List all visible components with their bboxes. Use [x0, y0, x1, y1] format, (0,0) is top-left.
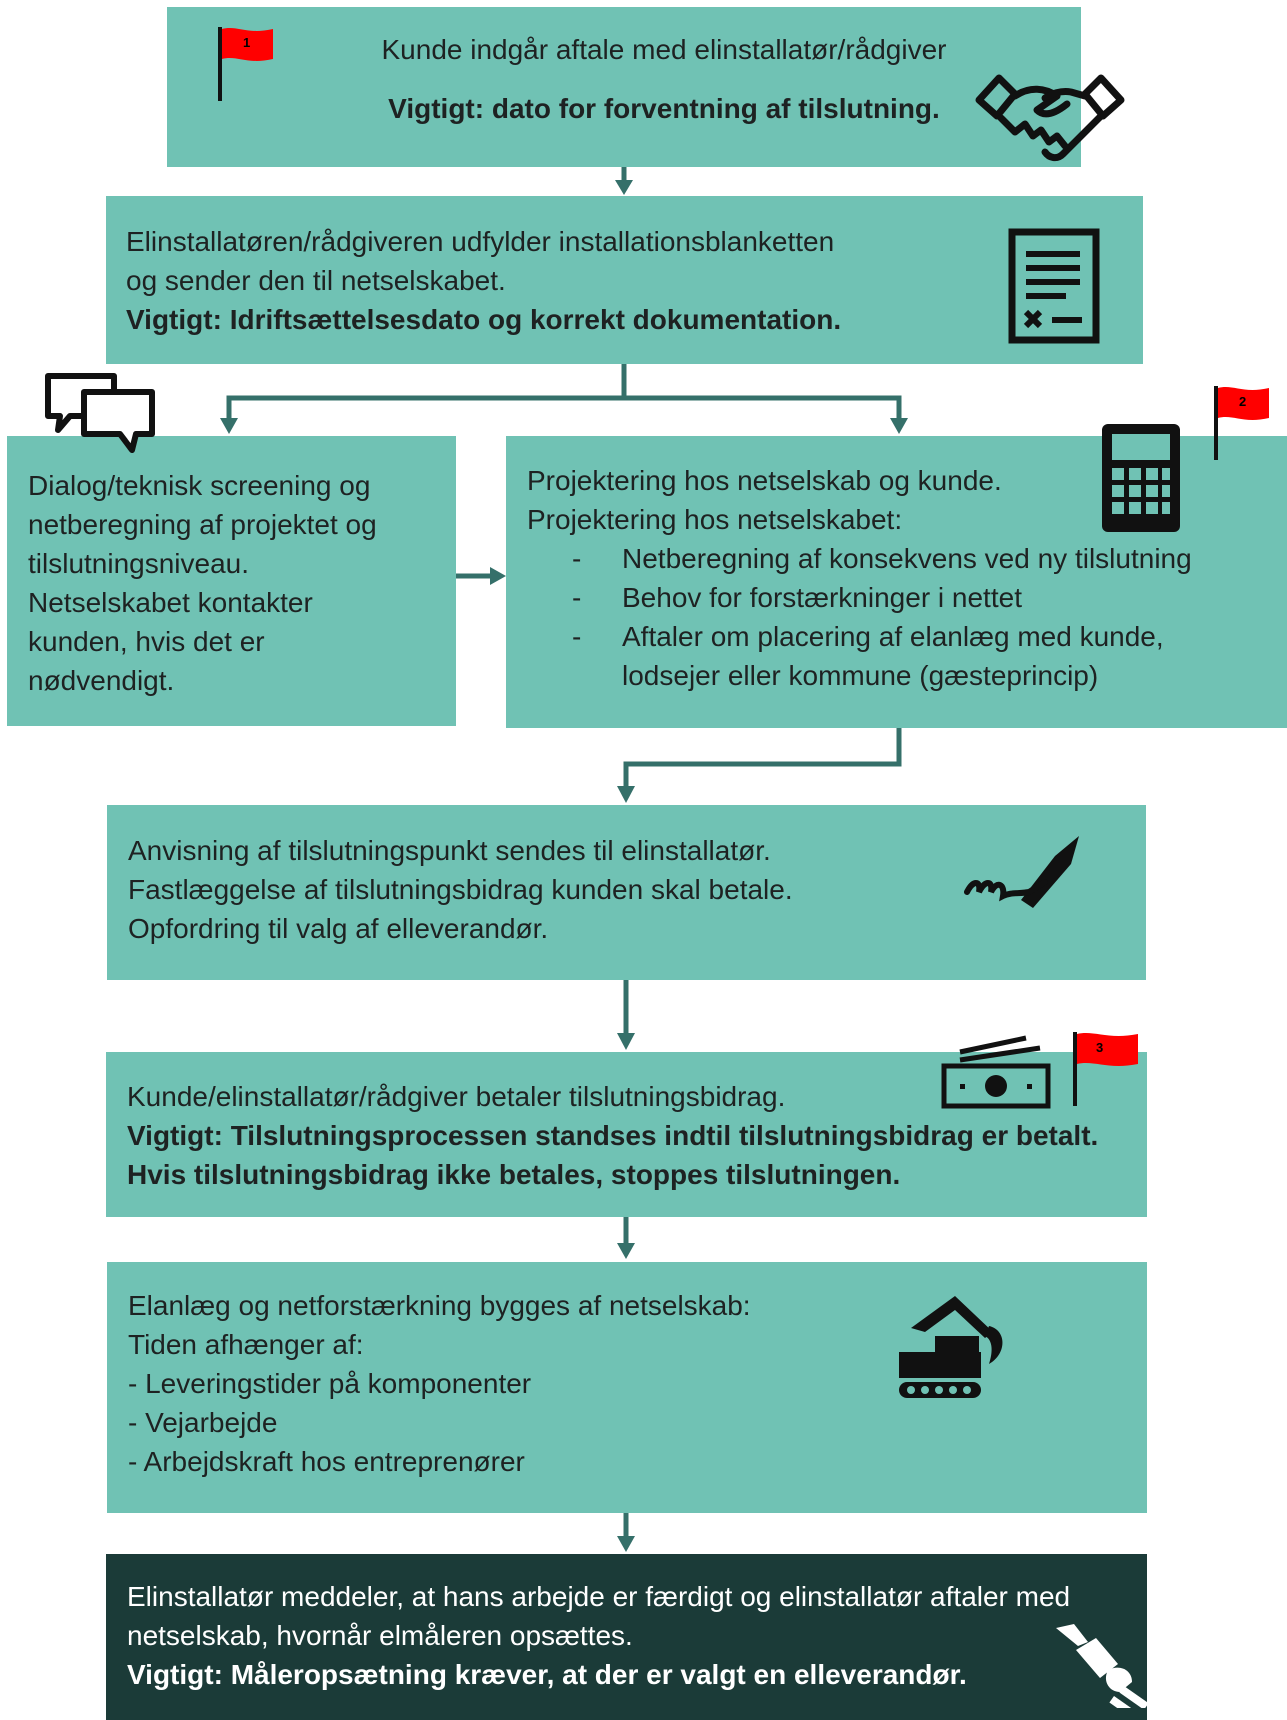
step-6-line-3: - Leveringstider på komponenter [128, 1368, 532, 1399]
handshake-icon [975, 74, 1125, 162]
step-3a-line-6: nødvendigt. [28, 665, 175, 696]
step-3b-bullet-2: Behov for forstærkninger i nettet [527, 578, 1287, 617]
step-1-line: Kunde indgår aftale med elinstallatør/rå… [381, 34, 947, 65]
step-2-line-1: Elinstallatøren/rådgiveren udfylder inst… [126, 226, 835, 257]
arrowhead-3b-4 [617, 786, 635, 803]
arrowhead-2-3a [220, 418, 238, 434]
step-7-text: Elinstallatør meddeler, at hans arbejde … [127, 1577, 1137, 1694]
arrow-2-split-right [624, 395, 902, 420]
step-7-important: Vigtigt: Måleropsætning kræver, at der e… [127, 1659, 967, 1690]
step-5-text: Kunde/elinstallatør/rådgiver betaler til… [127, 1077, 1137, 1194]
flag-1-icon: 1 [218, 27, 273, 101]
step-3b-text: Projektering hos netselskab og kunde. Pr… [527, 461, 1287, 695]
step-3a-line-1: Dialog/teknisk screening og [28, 470, 371, 501]
step-1-box [167, 7, 1081, 167]
arrowhead-6-7 [617, 1536, 635, 1552]
step-4-line-2: Fastlæggelse af tilslutningsbidrag kunde… [128, 874, 793, 905]
step-3a-line-4: Netselskabet kontakter [28, 587, 313, 618]
step-4-text: Anvisning af tilslutningspunkt sendes ti… [128, 831, 928, 948]
arrow-2-split [226, 364, 627, 420]
flag-3-number: 3 [1096, 1040, 1103, 1055]
step-2-text: Elinstallatøren/rådgiveren udfylder inst… [126, 222, 946, 339]
money-icon [941, 1035, 1051, 1109]
step-7-line-1: Elinstallatør meddeler, at hans arbejde … [127, 1581, 1071, 1612]
step-1-text: Kunde indgår aftale med elinstallatør/rå… [167, 30, 1081, 128]
arrowhead-1-2 [615, 180, 633, 195]
step-2-important: Vigtigt: Idriftsættelsesdato og korrekt … [126, 304, 842, 335]
step-5-important-2: Hvis tilslutningsbidrag ikke betales, st… [127, 1159, 901, 1190]
step-6-line-4: - Vejarbejde [128, 1407, 278, 1438]
step-5-line: Kunde/elinstallatør/rådgiver betaler til… [127, 1081, 786, 1112]
step-6-line-5: - Arbejdskraft hos entreprenører [128, 1446, 525, 1477]
step-1-important: Vigtigt: dato for forventning af tilslut… [388, 93, 940, 124]
arrowhead-4-5 [617, 1033, 635, 1050]
flag-3-icon: 3 [1073, 1032, 1138, 1106]
step-3a-line-2: netberegning af projektet og [28, 509, 377, 540]
step-6-line-1: Elanlæg og netforstærkning bygges af net… [128, 1290, 751, 1321]
step-4-line-1: Anvisning af tilslutningspunkt sendes ti… [128, 835, 771, 866]
step-7-box [106, 1554, 1147, 1720]
step-2-box [106, 196, 1143, 364]
step-7-line-2: netselskab, hvornår elmåleren opsættes. [127, 1620, 633, 1651]
pen-signature-icon [964, 836, 1079, 908]
excavator-icon [899, 1296, 1003, 1398]
step-4-box [107, 805, 1146, 980]
step-3b-line-1: Projektering hos netselskab og kunde. [527, 465, 1002, 496]
flag-2-number: 2 [1239, 394, 1246, 409]
step-3b-bullet-1: Netberegning af konsekvens ved ny tilslu… [527, 539, 1287, 578]
step-6-line-2: Tiden afhænger af: [128, 1329, 364, 1360]
step-4-line-3: Opfordring til valg af elleverandør. [128, 913, 549, 944]
step-3b-line-2: Projektering hos netselskabet: [527, 504, 903, 535]
flag-2-icon: 2 [1214, 386, 1269, 460]
step-3a-box [7, 436, 456, 726]
arrowhead-5-6 [617, 1243, 635, 1259]
step-6-text: Elanlæg og netforstærkning bygges af net… [128, 1286, 928, 1481]
step-2-line-2: og sender den til netselskabet. [126, 265, 506, 296]
arrowhead-2-3b [890, 418, 908, 434]
step-5-box [106, 1052, 1147, 1217]
plug-icon [1056, 1624, 1149, 1708]
document-signature-icon [1008, 228, 1100, 344]
arrow-3b-4 [623, 728, 902, 788]
arrowhead-3a-3b [490, 567, 506, 585]
step-3b-bullets: Netberegning af konsekvens ved ny tilslu… [527, 539, 1287, 695]
step-3a-line-5: kunden, hvis det er [28, 626, 265, 657]
step-3a-line-3: tilslutningsniveau. [28, 548, 250, 579]
step-3a-text: Dialog/teknisk screening og netberegning… [28, 466, 448, 700]
flag-1-number: 1 [243, 35, 250, 50]
step-5-important-1: Vigtigt: Tilslutningsprocessen standses … [127, 1120, 1099, 1151]
calculator-icon [1102, 424, 1180, 532]
step-3b-bullet-3: Aftaler om placering af elanlæg med kund… [527, 617, 1212, 695]
chat-bubbles-icon [45, 373, 155, 453]
